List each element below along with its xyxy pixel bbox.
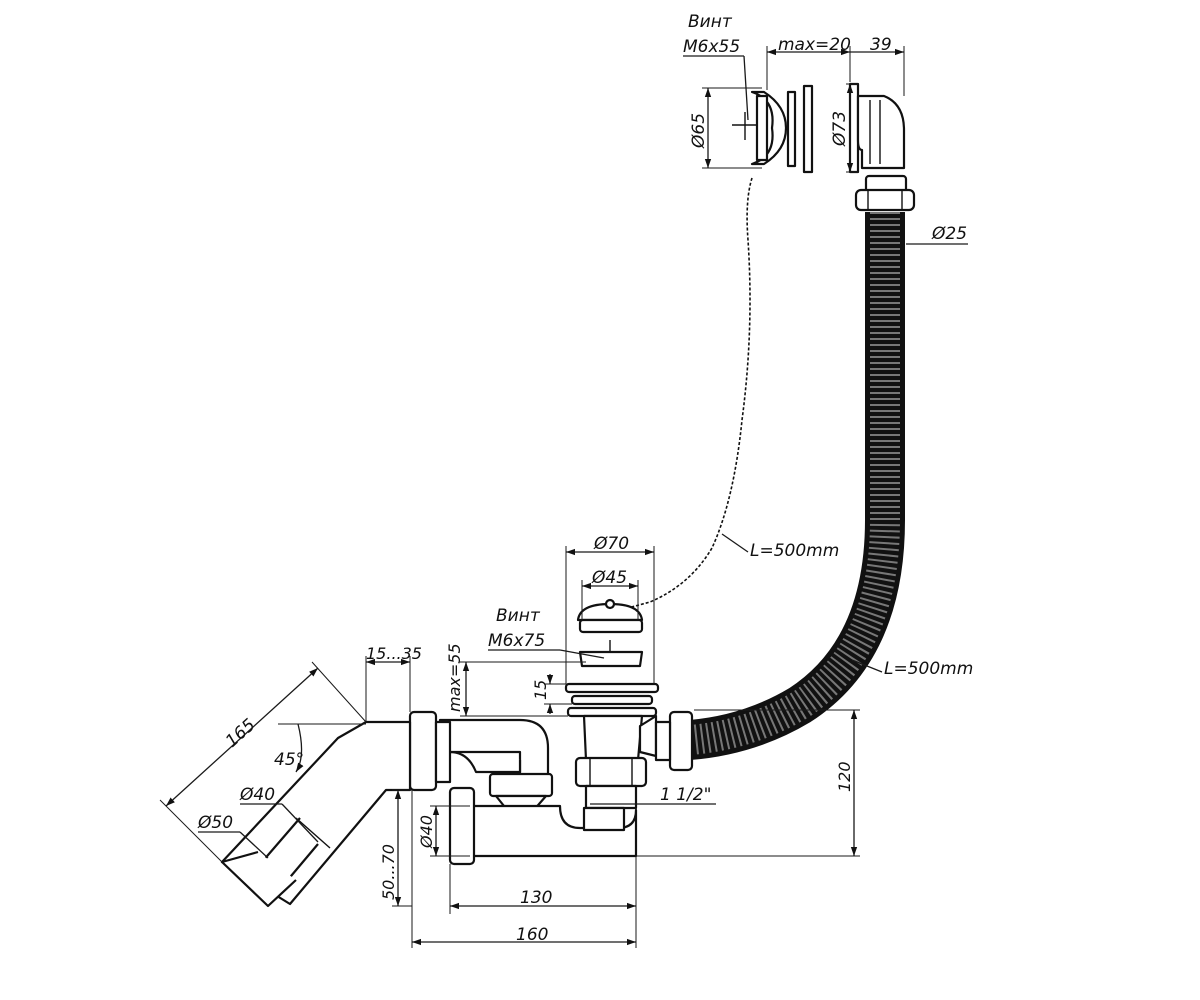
hose-length: L=500mm [884, 659, 973, 679]
outlet-nut [408, 710, 438, 792]
overflow-hose [688, 212, 905, 760]
dim-d40-outlet: Ø40 [239, 785, 275, 805]
plug-chain [627, 177, 753, 609]
dim-d25: Ø25 [931, 224, 967, 244]
dim-d73: Ø73 [830, 111, 850, 147]
overflow-body [848, 82, 916, 212]
top-plate [802, 84, 814, 174]
screw-bottom-size: M6x75 [488, 631, 545, 651]
top-gasket [786, 90, 797, 168]
dim-160: 160 [516, 925, 548, 945]
dim-max20: max=20 [778, 35, 851, 55]
waste-flange [564, 682, 660, 694]
dim-max55: max=55 [445, 643, 464, 712]
chain-length: L=500mm [750, 541, 839, 561]
dim-d65: Ø65 [689, 113, 709, 149]
dim-39: 39 [870, 35, 892, 55]
dim-d50: Ø50 [197, 813, 233, 833]
dim-d40-trap: Ø40 [417, 815, 436, 849]
outlet-pipe [220, 720, 412, 908]
hose-nut [668, 710, 694, 772]
trap-nut [448, 786, 476, 866]
dim-50-70: 50...70 [379, 844, 398, 900]
screw-top-title: Винт [688, 12, 733, 32]
screw-bottom-title: Винт [496, 606, 541, 626]
dim-d70: Ø70 [593, 534, 629, 554]
dim-thread: 1 1/2" [660, 785, 711, 805]
dim-165: 165 [222, 715, 259, 752]
dim-120: 120 [835, 761, 854, 792]
waste-outlet [564, 598, 694, 810]
trap [408, 710, 638, 866]
dim-d45: Ø45 [591, 568, 627, 588]
dim-15: 15 [531, 680, 550, 700]
screw-top-size: M6x55 [683, 37, 740, 57]
overflow-cover [732, 84, 814, 174]
dim-130: 130 [520, 888, 552, 908]
waste-nut [574, 756, 648, 788]
dim-15-35: 15...35 [366, 644, 422, 663]
dim-angle45: 45° [274, 750, 304, 770]
